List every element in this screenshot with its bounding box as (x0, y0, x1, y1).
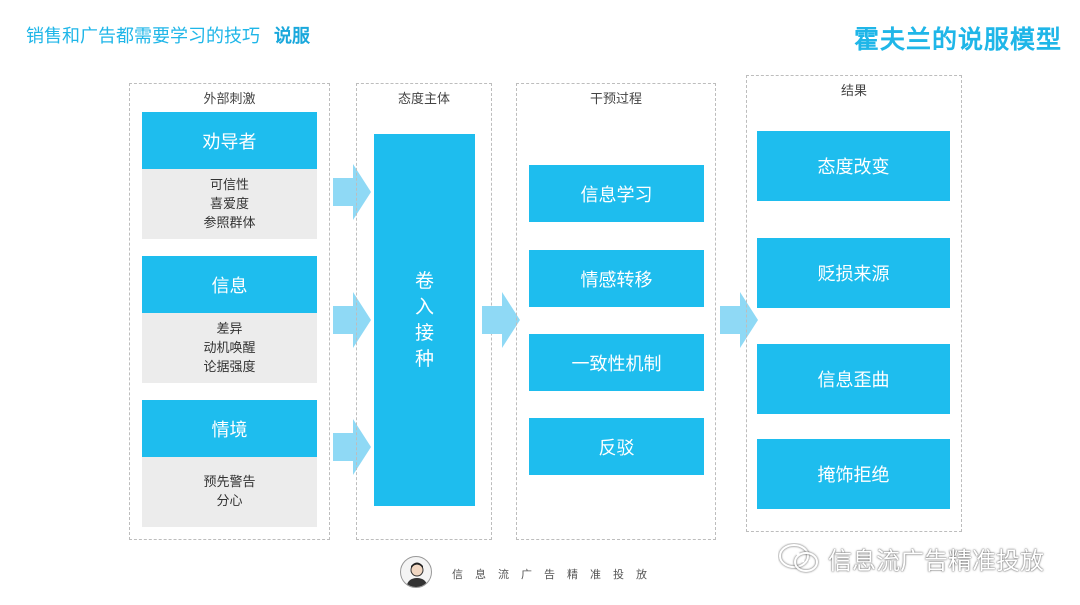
message-details: 差异 动机唤醒 论据强度 (142, 313, 317, 383)
watermark: 信息流广告精准投放 (778, 541, 1044, 576)
arrow-right-icon (333, 292, 371, 348)
result-label: 信息歪曲 (817, 370, 890, 391)
arrow-right-icon (720, 292, 758, 348)
result-item: 态度改变 (757, 131, 950, 201)
arrow-right-icon (333, 419, 371, 475)
result-panel: 结果 (746, 75, 962, 532)
situation-details: 预先警告 分心 (142, 457, 317, 527)
wechat-icon (779, 543, 818, 572)
result-title: 结果 (840, 84, 867, 99)
detail-item: 可信性 (209, 177, 249, 193)
process-label: 一致性机制 (571, 353, 662, 375)
detail-item: 参照群体 (203, 215, 256, 231)
avatar (400, 556, 432, 588)
situation-box: 情境 (142, 400, 317, 457)
process-label: 情感转移 (580, 269, 653, 291)
attitude-subject-box: 卷 入 接 种 (374, 134, 475, 506)
intervention-process-title: 干预过程 (589, 92, 642, 107)
arrow-right-icon (482, 292, 520, 348)
subject-char: 接 (414, 322, 434, 344)
external-stimuli-title: 外部刺激 (203, 92, 256, 107)
result-item: 贬损来源 (757, 238, 950, 308)
result-label: 态度改变 (817, 157, 890, 178)
detail-item: 预先警告 (203, 475, 256, 490)
subject-char: 入 (414, 296, 434, 318)
process-item: 信息学习 (529, 165, 704, 222)
persuader-box: 劝导者 (142, 112, 317, 169)
process-label: 反驳 (598, 437, 635, 459)
subject-char: 卷 (414, 270, 434, 292)
situation-label: 情境 (211, 419, 248, 441)
persuader-details: 可信性 喜爱度 参照群体 (142, 169, 317, 239)
process-label: 信息学习 (580, 184, 653, 206)
process-item: 反驳 (529, 418, 704, 475)
intervention-process-panel: 干预过程 (516, 83, 716, 540)
header-topic: 说服 (274, 26, 310, 47)
result-item: 掩饰拒绝 (757, 439, 950, 509)
result-label: 掩饰拒绝 (817, 465, 890, 486)
process-item: 情感转移 (529, 250, 704, 307)
detail-item: 喜爱度 (209, 196, 249, 212)
detail-item: 分心 (216, 494, 243, 509)
persuader-label: 劝导者 (202, 131, 257, 153)
message-box: 信息 (142, 256, 317, 313)
message-label: 信息 (211, 275, 248, 297)
header-subtitle-line: 销售和广告都需要学习的技巧说服 (26, 22, 310, 48)
result-label: 贬损来源 (817, 264, 890, 285)
detail-item: 论据强度 (203, 359, 256, 375)
result-item: 信息歪曲 (757, 344, 950, 414)
detail-item: 差异 (216, 321, 243, 337)
attitude-subject-title: 态度主体 (397, 92, 450, 107)
header-subtitle: 销售和广告都需要学习的技巧 (26, 26, 260, 47)
external-stimuli-panel: 外部刺激 (129, 83, 330, 540)
arrow-right-icon (333, 164, 371, 220)
subject-char: 种 (414, 348, 434, 370)
watermark-text: 信息流广告精准投放 (828, 547, 1044, 575)
page-title: 霍夫兰的说服模型 (853, 25, 1062, 54)
process-item: 一致性机制 (529, 334, 704, 391)
footer-brand: 信息流广告精准投放 (452, 568, 659, 581)
detail-item: 动机唤醒 (203, 340, 256, 356)
